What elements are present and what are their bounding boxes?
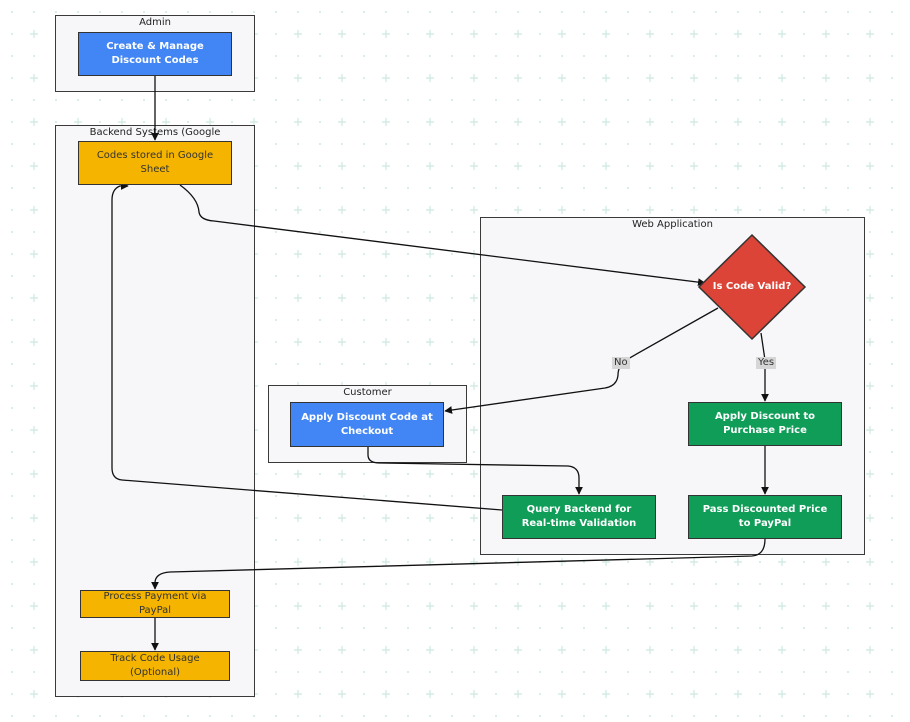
query-backend-node[interactable]: Query Backend for Real-time Validation xyxy=(502,495,656,539)
web-application-group-label: Web Application xyxy=(632,219,713,230)
codes-stored-label: Codes stored in Google Sheet xyxy=(96,150,214,175)
create-manage-codes-node[interactable]: Create & Manage Discount Codes xyxy=(78,32,232,76)
is-code-valid-diamond xyxy=(697,233,807,341)
pass-discounted-price-node[interactable]: Pass Discounted Price to PayPal xyxy=(688,495,842,539)
codes-stored-node[interactable]: Codes stored in Google Sheet xyxy=(78,141,232,185)
edge-stored-to-valid xyxy=(179,184,706,286)
track-code-usage-node[interactable]: Track Code Usage (Optional) xyxy=(80,651,230,681)
apply-code-checkout-node[interactable]: Apply Discount Code at Checkout xyxy=(290,402,444,447)
process-payment-node[interactable]: Process Payment via PayPal xyxy=(80,590,230,618)
edge-checkout-to-query xyxy=(367,447,583,495)
edge-valid-no-checkout xyxy=(444,307,719,414)
create-manage-codes-label: Create & Manage Discount Codes xyxy=(106,41,204,66)
edge-query-to-stored xyxy=(111,182,503,511)
edge-label-yes: Yes xyxy=(756,357,777,369)
pass-discounted-price-label: Pass Discounted Price to PayPal xyxy=(702,504,828,529)
track-code-usage-label: Track Code Usage (Optional) xyxy=(110,653,200,678)
query-backend-label: Query Backend for Real-time Validation xyxy=(521,504,637,529)
apply-discount-price-label: Apply Discount to Purchase Price xyxy=(714,411,816,436)
process-payment-label: Process Payment via PayPal xyxy=(103,591,207,616)
edge-pass-to-payment xyxy=(151,538,766,590)
customer-group-label: Customer xyxy=(343,387,392,398)
is-code-valid-label[interactable]: Is Code Valid? xyxy=(712,281,792,292)
apply-code-checkout-label: Apply Discount Code at Checkout xyxy=(301,411,433,437)
admin-group-label: Admin xyxy=(139,17,171,28)
apply-discount-price-node[interactable]: Apply Discount to Purchase Price xyxy=(688,402,842,446)
edge-label-no: No xyxy=(612,357,630,369)
